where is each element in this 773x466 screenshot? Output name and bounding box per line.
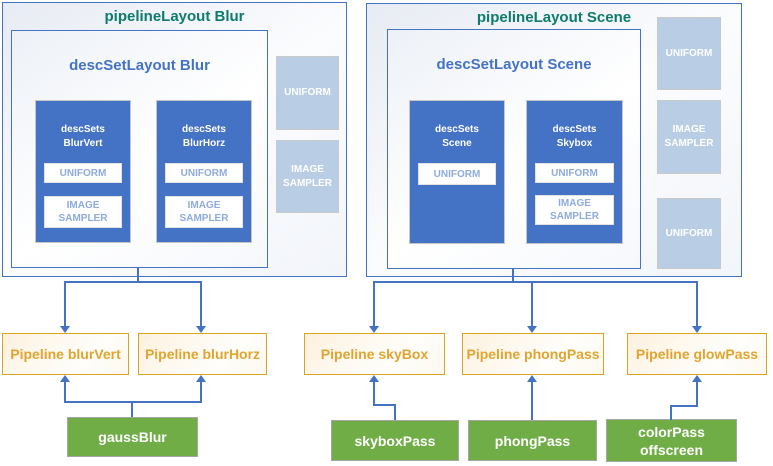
connector-to-skybox: [373, 281, 375, 326]
connector-blur-stub: [137, 267, 139, 283]
arrowhead-to-skybox: [369, 326, 379, 333]
pipeline-phongpass-box: Pipeline phongPass: [462, 333, 604, 375]
arrowhead-phongpass: [527, 375, 537, 382]
desc-set-layout-scene-title: descSetLayout Scene: [436, 56, 592, 73]
connector-colorpass-riser: [696, 382, 698, 407]
uniform-slot: UNIFORM: [44, 163, 122, 183]
pipeline-skybox-box: Pipeline skyBox: [304, 333, 445, 375]
connector-skyboxpass-elbow: [373, 404, 396, 406]
pipeline-blurhorz-box: Pipeline blurHorz: [138, 333, 267, 375]
image-sampler-binding-box: IMAGE SAMPLER: [657, 100, 721, 174]
connector-colorpass-stub: [670, 406, 672, 420]
desc-sets-scene-box: descSets Scene UNIFORM: [409, 100, 505, 244]
arrowhead-to-blurhorz: [196, 326, 206, 333]
pipeline-layout-blur-title: pipelineLayout Blur: [104, 8, 245, 25]
arrowhead-colorpass: [692, 375, 702, 382]
image-sampler-slot: IMAGE SAMPLER: [535, 195, 614, 225]
uniform-slot: UNIFORM: [418, 163, 496, 185]
phongpass-pass-box: phongPass: [468, 420, 597, 461]
connector-gaussblur-stub: [131, 401, 133, 417]
connector-scene-branch: [373, 281, 698, 283]
desc-set-layout-blur-title: descSetLayout Blur: [69, 57, 210, 74]
arrowhead-to-blurvert: [60, 326, 70, 333]
uniform-binding-box: UNIFORM: [276, 56, 339, 130]
pipeline-layout-scene-title: pipelineLayout Scene: [476, 9, 632, 26]
uniform-slot: UNIFORM: [165, 163, 243, 183]
arrowhead-gaussblur-to-blurvert: [60, 375, 70, 382]
arrowhead-skyboxpass: [369, 375, 379, 382]
connector-to-blurvert: [64, 281, 66, 326]
connector-to-blurhorz: [200, 281, 202, 326]
desc-sets-blurvert-box: descSets BlurVert UNIFORM IMAGE SAMPLER: [35, 100, 131, 243]
connector-colorpass-elbow: [670, 405, 698, 407]
desc-sets-blurvert-label: descSets BlurVert: [61, 124, 105, 149]
desc-sets-scene-label: descSets Scene: [435, 124, 479, 149]
connector-gaussblur-to-blurhorz: [200, 382, 202, 403]
connector-scene-stub: [512, 268, 514, 283]
connector-blur-branch: [64, 281, 202, 283]
desc-set-layout-blur-box: descSetLayout Blur descSets BlurVert UNI…: [11, 30, 268, 268]
arrowhead-to-glowpass: [692, 326, 702, 333]
arrowhead-to-phongpass: [527, 326, 537, 333]
connector-gaussblur-branch: [64, 401, 202, 403]
pipeline-layout-scene-group: pipelineLayout Scene descSetLayout Scene…: [366, 3, 742, 277]
connector-gaussblur-to-blurvert: [64, 382, 66, 403]
pipeline-blurvert-box: Pipeline blurVert: [2, 333, 129, 375]
image-sampler-slot: IMAGE SAMPLER: [44, 196, 122, 228]
image-sampler-slot: IMAGE SAMPLER: [165, 196, 243, 228]
desc-sets-blurhorz-label: descSets BlurHorz: [182, 124, 226, 149]
desc-sets-skybox-box: descSets Skybox UNIFORM IMAGE SAMPLER: [526, 100, 623, 244]
uniform-slot: UNIFORM: [535, 163, 614, 183]
connector-phongpass-riser: [531, 382, 533, 420]
connector-to-glowpass: [696, 281, 698, 326]
connector-to-phongpass: [531, 281, 533, 326]
pipeline-layout-blur-group: pipelineLayout Blur descSetLayout Blur d…: [2, 2, 347, 277]
desc-sets-blurhorz-box: descSets BlurHorz UNIFORM IMAGE SAMPLER: [156, 100, 252, 243]
desc-set-layout-scene-box: descSetLayout Scene descSets Scene UNIFO…: [387, 29, 641, 269]
pipeline-glowpass-box: Pipeline glowPass: [627, 333, 767, 375]
colorpass-offscreen-pass-box: colorPass offscreen: [606, 419, 737, 462]
gaussblur-pass-box: gaussBlur: [67, 417, 198, 457]
connector-skyboxpass-stub: [394, 404, 396, 420]
connector-skyboxpass-riser: [373, 382, 375, 406]
desc-sets-skybox-label: descSets Skybox: [552, 124, 597, 149]
image-sampler-binding-box: IMAGE SAMPLER: [276, 140, 339, 213]
skyboxpass-pass-box: skyboxPass: [331, 420, 459, 461]
uniform-binding-box: UNIFORM: [657, 17, 721, 90]
arrowhead-gaussblur-to-blurhorz: [196, 375, 206, 382]
uniform-binding-box: UNIFORM: [657, 198, 721, 269]
